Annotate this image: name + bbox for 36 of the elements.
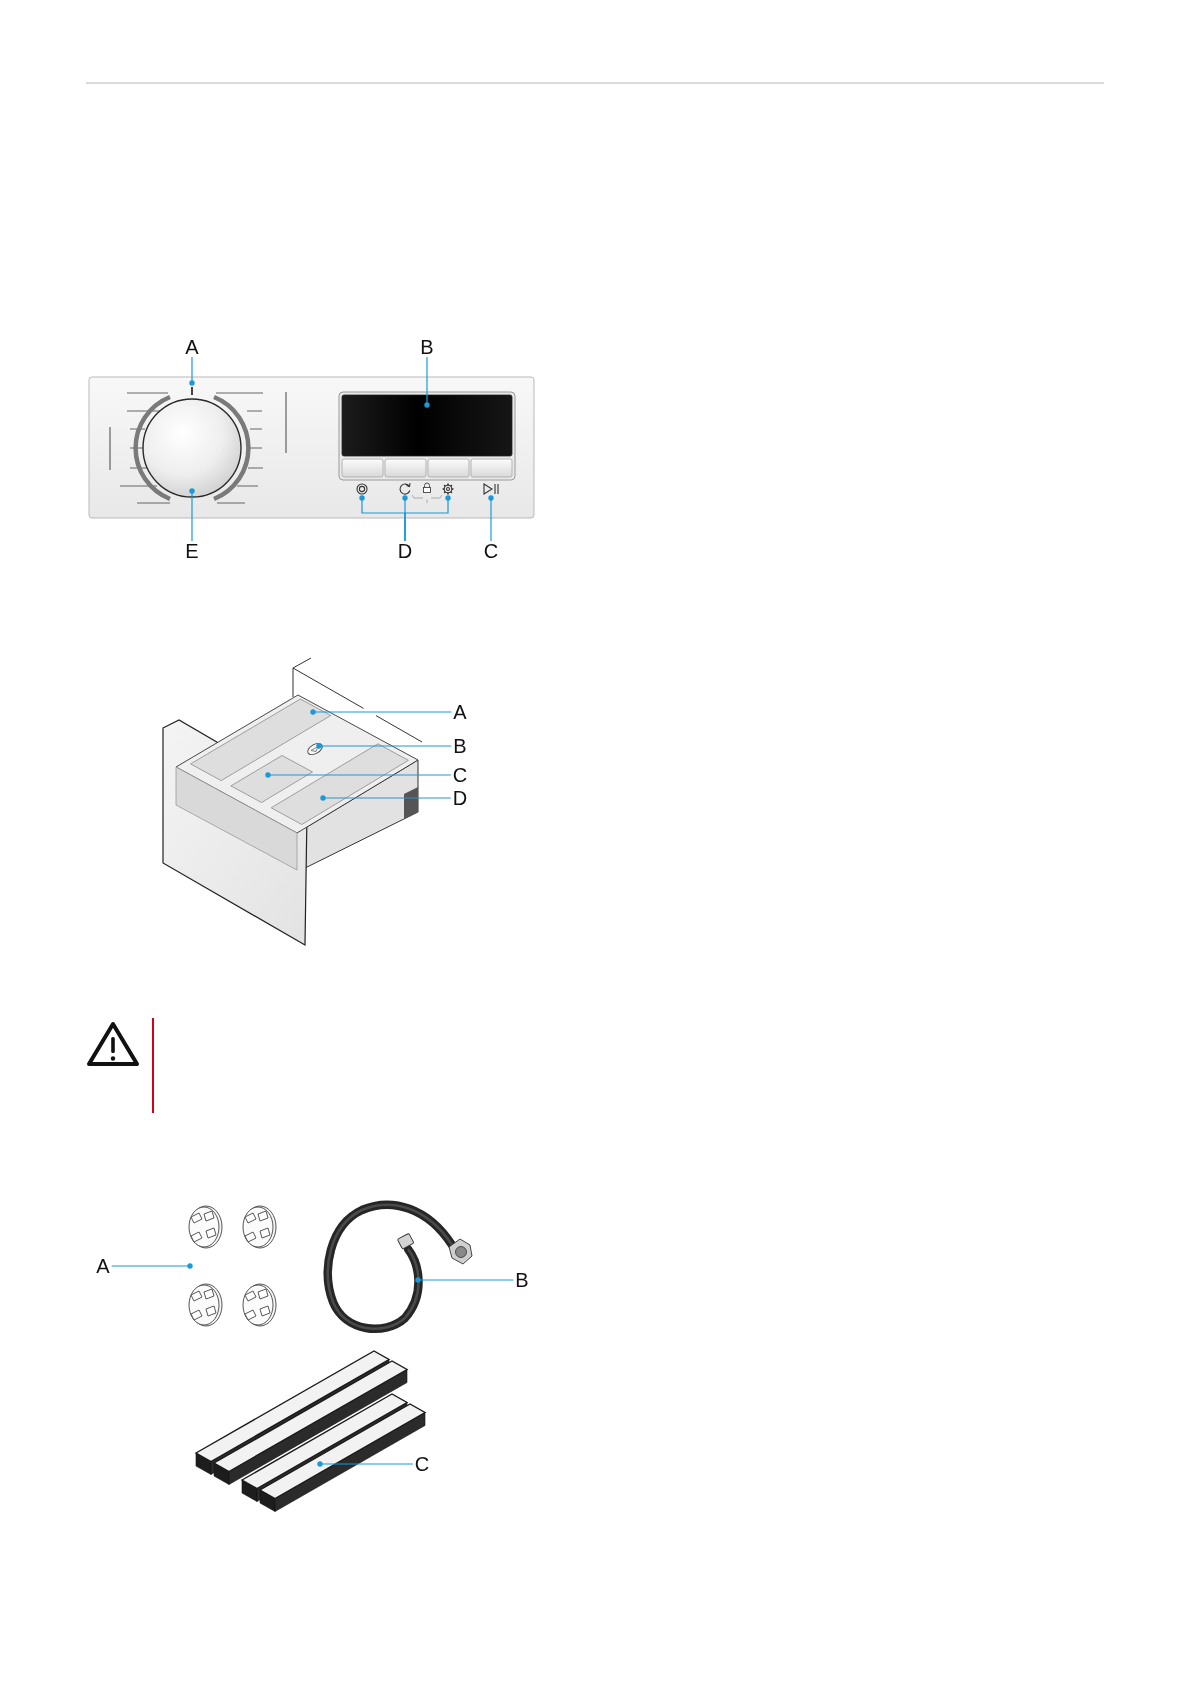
leader-line xyxy=(488,495,494,542)
leader-line xyxy=(424,356,430,408)
leader-line xyxy=(189,488,195,542)
leader-line xyxy=(310,709,452,715)
drawer-button xyxy=(307,742,323,756)
circular-arrow-icon xyxy=(399,482,411,495)
callout-letter: C xyxy=(450,765,470,785)
callout-letter: C xyxy=(412,1454,432,1474)
leader-line xyxy=(111,1263,193,1269)
leader-line xyxy=(415,1277,514,1283)
leader-line xyxy=(404,495,451,542)
display-screen xyxy=(341,394,513,457)
compartment xyxy=(230,755,313,803)
leader-line xyxy=(189,356,195,386)
leader-line xyxy=(320,795,452,801)
callout-letter: A xyxy=(183,337,201,357)
callout-letter: B xyxy=(418,337,436,357)
leader-line xyxy=(265,772,452,778)
indicator-mark xyxy=(191,387,193,395)
callout-letter: B xyxy=(451,736,469,756)
strip-drawing xyxy=(258,1403,427,1512)
gear-icon xyxy=(441,482,455,496)
callout-letter: A xyxy=(94,1256,112,1276)
callout-letter: D xyxy=(450,788,470,808)
leader-line xyxy=(317,1461,414,1467)
cap-set-drawing xyxy=(188,1205,277,1327)
dial-knob xyxy=(142,398,242,498)
hose-drawing xyxy=(323,1200,473,1333)
callout-letter: D xyxy=(395,541,415,561)
callout-letter: E xyxy=(183,541,201,561)
callout-letter: C xyxy=(481,541,501,561)
callout-letter: B xyxy=(513,1270,531,1290)
play-pause-icon xyxy=(483,483,499,495)
leader-line xyxy=(316,743,452,749)
callout-letter: A xyxy=(451,702,469,722)
ring-icon xyxy=(356,483,368,495)
